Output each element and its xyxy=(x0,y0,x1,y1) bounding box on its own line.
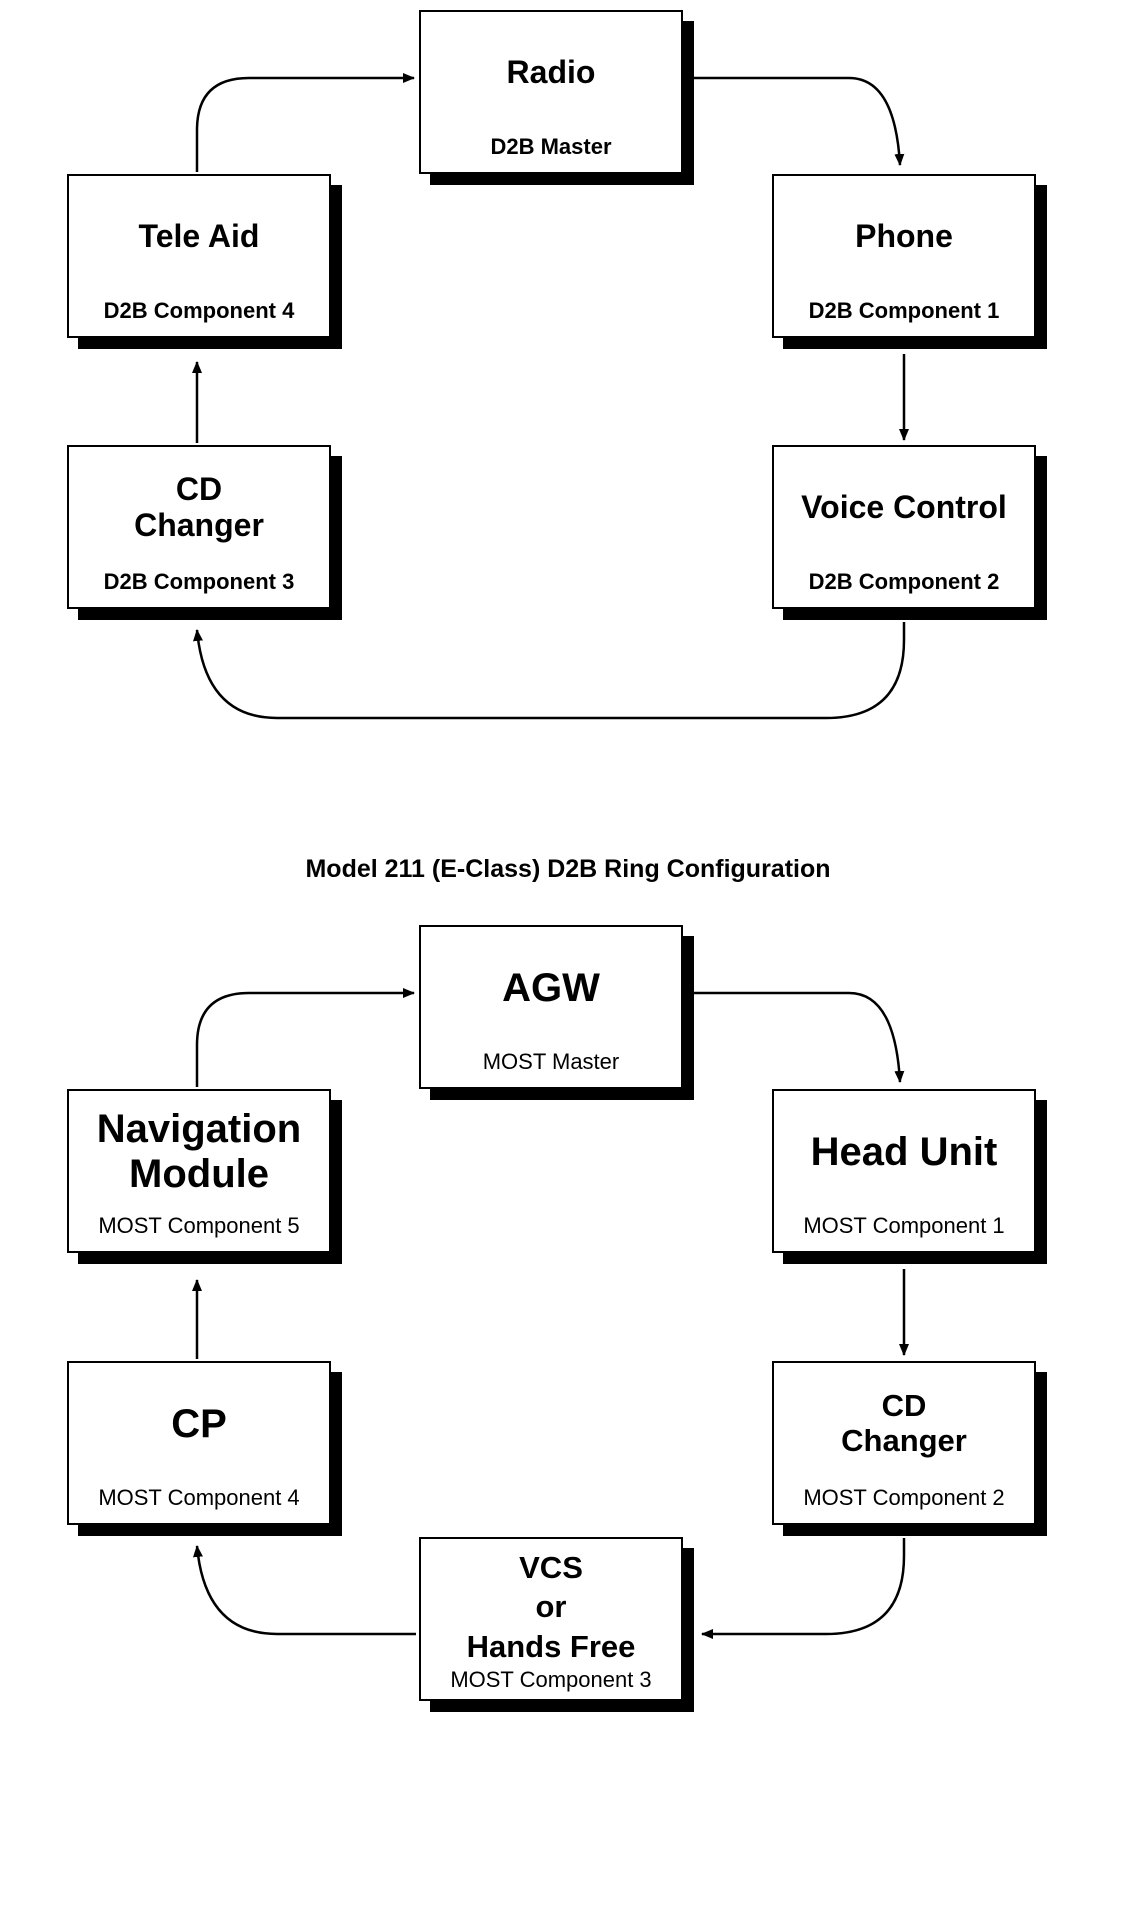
voice-control-box: Voice Control D2B Component 2 xyxy=(772,445,1036,609)
voice-control-name: Voice Control xyxy=(801,489,1007,526)
phone-role: D2B Component 1 xyxy=(808,298,1000,323)
arrow-voicecontrol-to-cdchanger xyxy=(193,622,906,720)
agw-name: AGW xyxy=(502,965,600,1010)
navigation-module-role: MOST Component 5 xyxy=(98,1213,300,1238)
cp-box: CP MOST Component 4 xyxy=(67,1361,331,1525)
arrow-teleaid-to-radio xyxy=(195,73,415,172)
agw-role: MOST Master xyxy=(482,1049,620,1074)
head-unit-role: MOST Component 1 xyxy=(803,1213,1005,1238)
vcs-role: MOST Component 3 xyxy=(450,1667,652,1692)
diagram-caption: Model 211 (E-Class) D2B Ring Configurati… xyxy=(305,855,831,883)
arrow-agw-to-headunit xyxy=(692,991,905,1083)
radio-role: D2B Master xyxy=(490,134,612,159)
head-unit-box: Head Unit MOST Component 1 xyxy=(772,1089,1036,1253)
tele-aid-box: Tele Aid D2B Component 4 xyxy=(67,174,331,338)
agw-box: AGW MOST Master xyxy=(419,925,683,1089)
arrow-navigation-to-agw xyxy=(195,988,415,1087)
voice-control-role: D2B Component 2 xyxy=(808,569,1000,594)
cp-role: MOST Component 4 xyxy=(98,1485,300,1510)
radio-name: Radio xyxy=(506,54,596,91)
radio-box: Radio D2B Master xyxy=(419,10,683,174)
cp-name: CP xyxy=(171,1401,227,1446)
tele-aid-role: D2B Component 4 xyxy=(103,298,295,323)
phone-name: Phone xyxy=(855,218,953,255)
arrow-vcs-to-cp xyxy=(193,1545,416,1636)
arrow-radio-to-phone xyxy=(692,76,905,166)
head-unit-name: Head Unit xyxy=(810,1129,998,1174)
phone-box: Phone D2B Component 1 xyxy=(772,174,1036,338)
cd-changer-role: D2B Component 3 xyxy=(103,569,295,594)
tele-aid-name: Tele Aid xyxy=(138,218,260,255)
arrow-cdchanger-to-vcs xyxy=(701,1538,906,1639)
most-cd-changer-role: MOST Component 2 xyxy=(803,1485,1005,1510)
